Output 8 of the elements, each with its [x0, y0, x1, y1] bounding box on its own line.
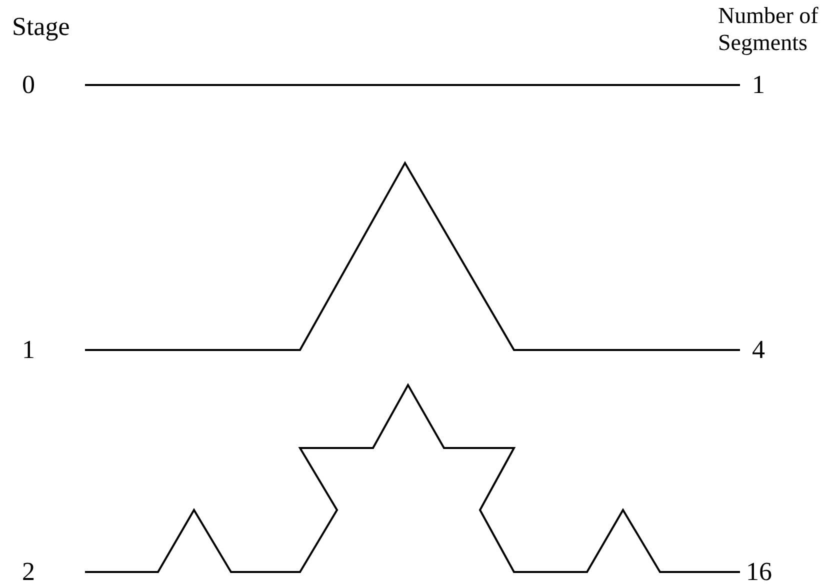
column-heading: Stage	[12, 12, 70, 42]
stage-number: 0	[22, 70, 35, 100]
segment-count: 4	[752, 335, 765, 365]
segment-count: 16	[746, 557, 772, 584]
stage-number: 1	[22, 335, 35, 365]
stage-number: 2	[22, 557, 35, 584]
segment-count: 1	[752, 70, 765, 100]
column-heading: Number of Segments	[718, 2, 820, 56]
